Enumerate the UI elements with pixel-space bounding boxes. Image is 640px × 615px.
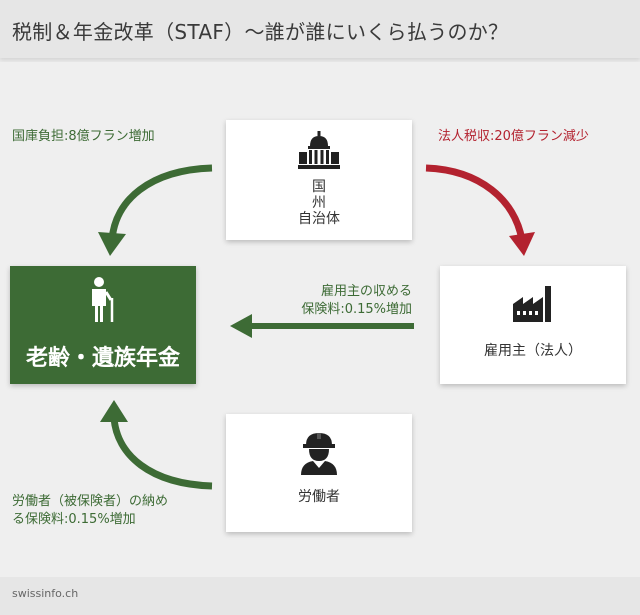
flow-worker-to-pension-line-1: 労働者（被保険者）の納め [12,494,169,509]
worker-label: 労働者 [298,489,340,505]
factory-icon [513,286,551,322]
flow-employer-to-pension-line-2: 保険料:0.15%増加 [301,302,412,317]
elderly-person-icon [92,277,114,322]
government-building-icon [298,131,340,169]
government-label-line-2: 州 [312,195,326,211]
government-label-line-1: 国 [312,179,326,195]
pension-label: 老齢・遺族年金 [25,346,180,371]
flow-gov-to-pension-text: 国庫負担:8億フラン増加 [12,129,155,144]
credit-text: swissinfo.ch [12,587,79,600]
government-box: 国 州 自治体 [226,120,412,240]
flow-employer-to-pension-text: 雇用主の収める 保険料:0.15%増加 [262,283,412,319]
flow-gov-to-employer-text: 法人税収:20億フラン減少 [438,129,589,144]
arrowhead-gov-to-employer [509,232,535,256]
worker-box: 労働者 [226,414,412,532]
arrowhead-gov-to-pension [98,232,126,256]
arrowhead-employer-to-pension [230,314,252,338]
pension-box: 老齢・遺族年金 [10,266,196,384]
arrow-gov-to-employer [425,164,526,241]
employer-box: 雇用主（法人） [440,266,626,384]
flow-employer-to-pension-line-1: 雇用主の収める [320,284,412,299]
footer: swissinfo.ch [0,577,640,615]
page-title: 税制＆年金改革（STAF）〜誰が誰にいくら払うのか？ [12,20,509,44]
arrowhead-worker-to-pension [100,400,128,422]
header: 税制＆年金改革（STAF）〜誰が誰にいくら払うのか？ [0,0,640,58]
worker-helmet-icon [301,433,337,475]
government-label-line-3: 自治体 [298,211,340,227]
employer-label: 雇用主（法人） [484,343,582,359]
arrow-gov-to-pension [108,164,213,241]
flow-worker-to-pension-text: 労働者（被保険者）の納め る保険料:0.15%増加 [12,493,168,529]
flow-worker-to-pension-line-2: る保険料:0.15%増加 [12,512,136,527]
arrow-worker-to-pension [110,417,213,490]
